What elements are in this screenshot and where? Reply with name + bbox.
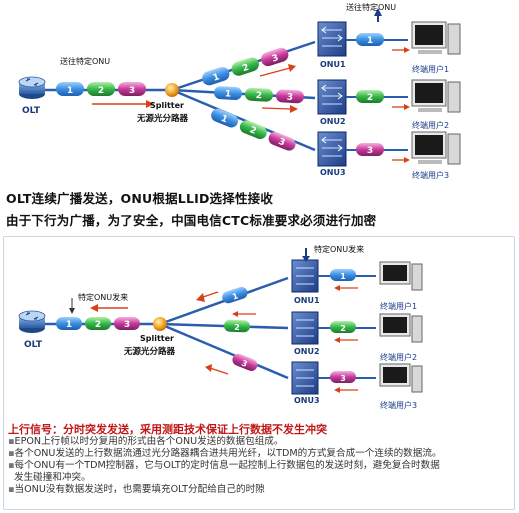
computer-icon bbox=[411, 79, 461, 113]
bullet-dot-icon: ▪ bbox=[8, 436, 15, 447]
svg-text:2: 2 bbox=[248, 125, 258, 137]
computer-icon bbox=[411, 131, 461, 165]
upstream-diagram-svg: 1 2 3 1 2 3 1 bbox=[18, 248, 423, 395]
svg-text:1: 1 bbox=[225, 89, 232, 99]
onu3-label: ONU3 bbox=[320, 168, 346, 177]
olt-label: OLT bbox=[24, 340, 43, 350]
splitter-icon bbox=[165, 83, 179, 97]
note-text: EPON上行帧以时分复用的形式由各个ONU发送的数据包组成。 bbox=[14, 436, 284, 447]
splitter-label: Splitter bbox=[150, 101, 184, 110]
note-bullet: ▪EPON上行帧以时分复用的形式由各个ONU发送的数据包组成。 bbox=[8, 436, 514, 448]
onu2-label: ONU2 bbox=[320, 117, 346, 126]
svg-text:3: 3 bbox=[124, 320, 130, 330]
svg-text:1: 1 bbox=[231, 291, 239, 301]
note-text: 当ONU没有数据发送时，也需要填充OLT分配给自己的时隙 bbox=[14, 484, 265, 495]
onu3-icon bbox=[291, 361, 319, 395]
onu2-icon bbox=[291, 311, 319, 345]
bullet-dot-icon: ▪ bbox=[8, 448, 15, 459]
splitter-cn-label: 无源光分路器 bbox=[124, 347, 176, 357]
upstream-heading: 上行信号：分时突发发送，采用测距技术保证上行数据不发生冲突 bbox=[8, 423, 327, 436]
svg-text:2: 2 bbox=[234, 323, 240, 332]
svg-text:3: 3 bbox=[271, 53, 280, 64]
onu2-label: ONU2 bbox=[294, 347, 320, 356]
splitter-icon bbox=[153, 317, 167, 331]
svg-text:1: 1 bbox=[66, 320, 72, 330]
svg-text:2: 2 bbox=[241, 63, 250, 74]
user3-label: 终端用户3 bbox=[380, 401, 418, 410]
downstream-caption-1: OLT连续广播发送，ONU根据LLID选择性接收 bbox=[6, 191, 274, 206]
onu1-icon bbox=[317, 21, 347, 57]
svg-text:3: 3 bbox=[240, 359, 249, 369]
note-bullet: ▪各个ONU发送的上行数据流通过光分路器耦合进共用光纤，以TDM的方式复合成一个… bbox=[8, 448, 514, 460]
user1-label: 终端用户1 bbox=[412, 65, 450, 74]
user2-label: 终端用户2 bbox=[412, 121, 450, 130]
user2-label: 终端用户2 bbox=[380, 353, 418, 362]
downstream-diagram: 1 2 3 1 2 3 1 2 3 1 2 3 bbox=[0, 0, 519, 180]
note-bullet: ▪当ONU没有数据发送时，也需要填充OLT分配给自己的时隙 bbox=[8, 484, 514, 496]
packet-number: 2 bbox=[98, 86, 104, 96]
upstream-panel bbox=[3, 236, 515, 510]
note-bullet: ▪每个ONU有一个TDM控制器，它与OLT的定时信息一起控制上行数据包的发送时刻… bbox=[8, 460, 514, 472]
from-onu-label: 特定ONU发来 bbox=[78, 293, 129, 302]
upstream-combined-packets: 1 2 3 bbox=[56, 317, 140, 330]
packet-number: 1 bbox=[67, 86, 73, 96]
svg-text:2: 2 bbox=[95, 320, 101, 330]
onu1-label: ONU1 bbox=[294, 296, 320, 305]
svg-text:3: 3 bbox=[367, 146, 373, 156]
upstream-diagram: 1 2 3 1 2 3 1 bbox=[0, 236, 519, 406]
svg-text:1: 1 bbox=[367, 36, 373, 46]
svg-text:2: 2 bbox=[255, 91, 262, 101]
computer-icon bbox=[411, 21, 461, 55]
computer-icon bbox=[379, 313, 423, 343]
onu1-icon bbox=[291, 259, 319, 293]
upstream-notes: ▪EPON上行帧以时分复用的形式由各个ONU发送的数据包组成。 ▪各个ONU发送… bbox=[8, 436, 514, 496]
svg-text:3: 3 bbox=[286, 93, 293, 103]
user1-label: 终端用户1 bbox=[380, 302, 418, 311]
splitter-cn-label: 无源光分路器 bbox=[137, 114, 189, 124]
olt-router-icon bbox=[18, 310, 46, 333]
bullet-dot-icon: ▪ bbox=[8, 484, 15, 495]
svg-text:1: 1 bbox=[340, 272, 346, 281]
onu3-icon bbox=[317, 131, 347, 167]
computer-icon bbox=[379, 363, 423, 393]
svg-text:1: 1 bbox=[212, 72, 221, 83]
note-bullet-cont: 发生碰撞和冲突。 bbox=[8, 472, 514, 484]
svg-text:3: 3 bbox=[277, 137, 287, 149]
svg-text:2: 2 bbox=[367, 93, 373, 103]
send-to-onu-label: 送往特定ONU bbox=[60, 57, 111, 66]
downstream-diagram-svg: 1 2 3 1 2 3 1 2 3 1 2 3 bbox=[18, 8, 461, 167]
olt-router-icon bbox=[18, 76, 46, 99]
user3-label: 终端用户3 bbox=[412, 171, 450, 180]
splitter-label: Splitter bbox=[140, 334, 174, 343]
onu2-icon bbox=[317, 79, 347, 115]
send-to-onu-top-label: 送往特定ONU bbox=[346, 3, 397, 12]
svg-text:2: 2 bbox=[340, 324, 346, 333]
onu1-label: ONU1 bbox=[320, 60, 346, 69]
packet-number: 3 bbox=[129, 86, 135, 96]
note-text: 每个ONU有一个TDM控制器，它与OLT的定时信息一起控制上行数据包的发送时刻，… bbox=[14, 460, 440, 471]
note-text: 发生碰撞和冲突。 bbox=[14, 472, 91, 483]
svg-text:3: 3 bbox=[340, 374, 346, 383]
downstream-packets: 1 2 3 bbox=[56, 82, 146, 96]
from-onu-top-label: 特定ONU发来 bbox=[314, 245, 365, 254]
olt-label: OLT bbox=[22, 106, 41, 116]
note-text: 各个ONU发送的上行数据流通过光分路器耦合进共用光纤，以TDM的方式复合成一个连… bbox=[14, 448, 442, 459]
downstream-caption-2: 由于下行为广播，为了安全，中国电信CTC标准要求必须进行加密 bbox=[6, 213, 377, 228]
bullet-dot-icon: ▪ bbox=[8, 460, 15, 471]
svg-text:1: 1 bbox=[219, 114, 229, 126]
onu3-label: ONU3 bbox=[294, 396, 320, 405]
computer-icon bbox=[379, 261, 423, 291]
